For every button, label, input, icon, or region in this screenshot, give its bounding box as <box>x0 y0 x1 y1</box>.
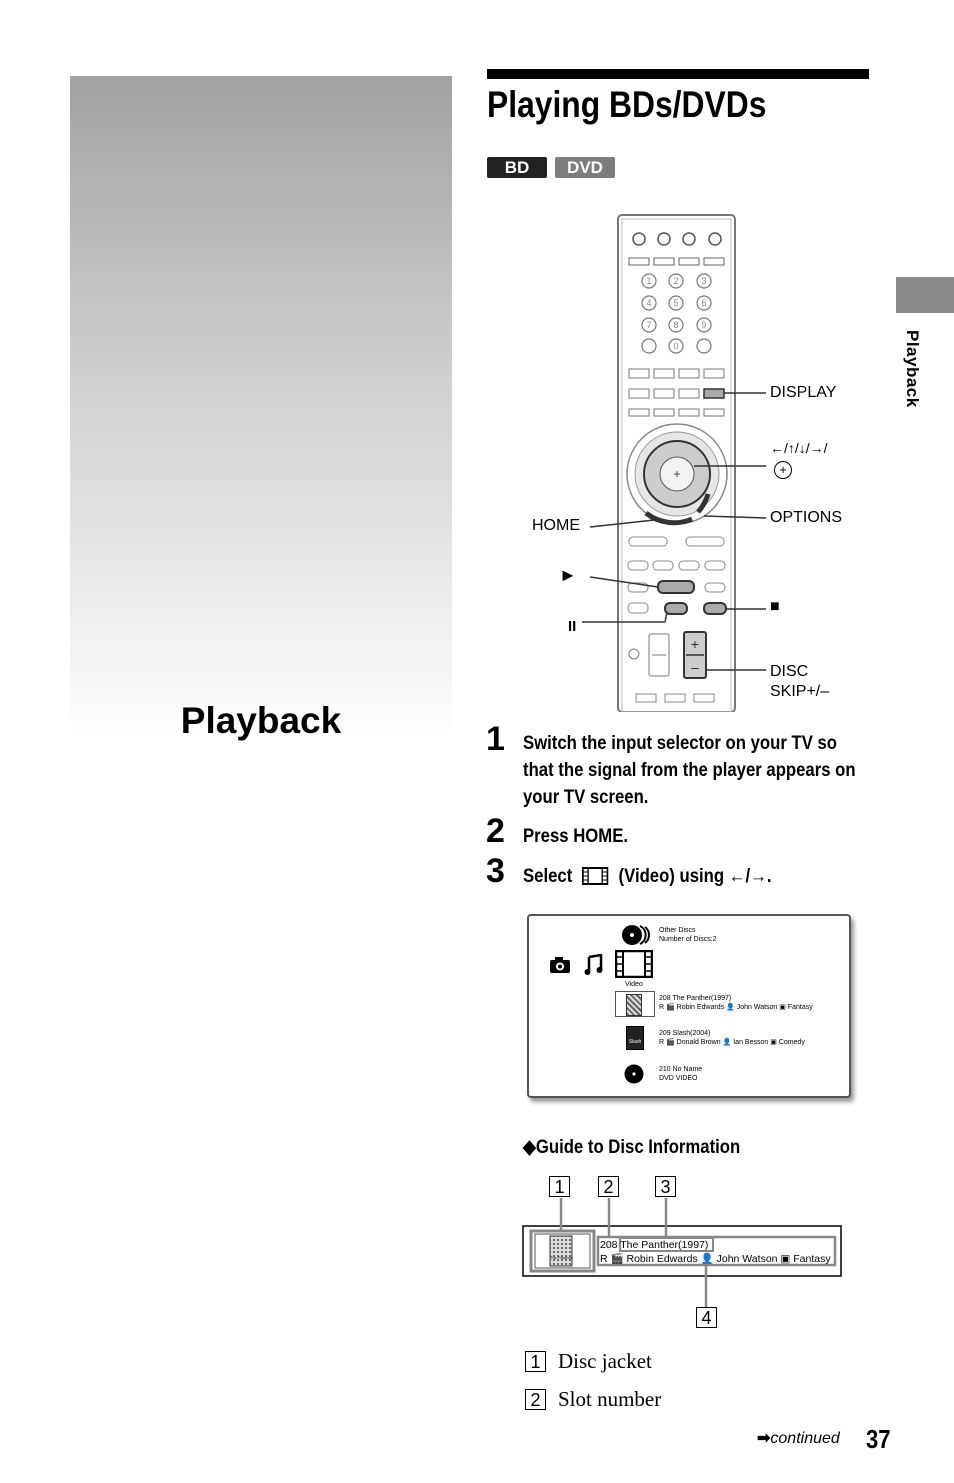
step-1-number: 1 <box>486 720 505 758</box>
svg-text:6: 6 <box>701 298 706 308</box>
music-icon <box>584 953 604 981</box>
svg-text:4: 4 <box>646 298 651 308</box>
guide-title: ◆Guide to Disc Information <box>523 1137 741 1158</box>
svg-text:+: + <box>673 467 680 481</box>
camera-icon <box>549 956 571 979</box>
screen-example: Video Other Discs Number of Discs:2 208 … <box>527 914 851 1098</box>
item-4-line2: DVD VIDEO <box>659 1075 698 1082</box>
svg-text:–: – <box>691 659 699 675</box>
callout-play: ► <box>559 565 577 585</box>
section-title: Playback <box>180 700 342 741</box>
badge-bd: BD <box>487 157 547 178</box>
video-category-icon <box>614 949 654 983</box>
enter-icon: + <box>774 461 792 479</box>
item-1-line1: Other Discs <box>659 927 696 934</box>
guide-line2: R 🎬 Robin Edwards 👤 John Watson ▣ Fantas… <box>600 1253 831 1265</box>
callout-disc-skip: DISC <box>770 663 809 680</box>
category-label: Video <box>625 981 643 988</box>
step-3-text: Select (Video) using ←/→. <box>523 863 771 890</box>
item-2-line1: 208 The Panther(1997) <box>659 995 732 1002</box>
step-3-text-after: (Video) using ←/→. <box>618 866 772 887</box>
disc-jacket-thumb <box>626 994 642 1016</box>
callout-home: HOME <box>532 517 580 534</box>
step-1-text: Switch the input selector on your TV so … <box>523 733 856 808</box>
svg-text:7: 7 <box>646 320 651 330</box>
continued-note: ➡continued <box>757 1428 840 1448</box>
guide-jacket-label: The Panther <box>550 1255 573 1260</box>
callout-arrows: ←/↑/↓/→/ <box>770 440 828 456</box>
svg-text:1: 1 <box>646 276 651 286</box>
svg-text:3: 3 <box>701 276 706 286</box>
side-tab-marker <box>896 277 954 313</box>
marker-4: 4 <box>696 1307 717 1328</box>
side-tab-label: Playback <box>903 330 922 408</box>
item-1-line2: Number of Discs:2 <box>659 936 717 943</box>
step-3-number: 3 <box>486 852 505 890</box>
callout-disc-skip-2: SKIP+/– <box>770 683 830 700</box>
side-tab: Playback <box>890 330 930 410</box>
step-2-text: Press HOME. <box>523 826 629 847</box>
marker-3: 3 <box>655 1176 676 1197</box>
legend-2-label: Slot number <box>558 1387 662 1411</box>
page-number: 37 <box>866 1424 891 1454</box>
item-2-line2: R 🎬 Robin Edwards 👤 John Watson ▣ Fantas… <box>659 1004 813 1011</box>
marker-1: 1 <box>549 1176 570 1197</box>
svg-text:9: 9 <box>701 320 706 330</box>
diagram-lines <box>522 1198 842 1308</box>
svg-text:8: 8 <box>673 320 678 330</box>
svg-text:5: 5 <box>673 298 678 308</box>
callout-stop: ■ <box>770 598 780 615</box>
disc-info-diagram: 1 2 3 4 The Panther 208 The Panther(1997… <box>520 1170 850 1335</box>
other-discs-icon <box>621 924 651 951</box>
selected-item-frame[interactable] <box>615 991 655 1017</box>
heading-rule <box>487 69 869 79</box>
step-3-text-before: Select <box>523 866 573 887</box>
legend-1-label: Disc jacket <box>558 1349 652 1373</box>
legend-1-number: 1 <box>525 1351 546 1372</box>
remote-illustration: 1 2 3 4 5 6 7 8 9 0 + <box>486 212 876 713</box>
item-3-line2: R 🎬 Donald Brown 👤 Ian Besson ▣ Comedy <box>659 1039 805 1046</box>
svg-text:0: 0 <box>673 341 678 351</box>
slash-jacket: Slash <box>626 1026 644 1050</box>
item-4-line1: 210 No Name <box>659 1066 703 1073</box>
svg-text:2: 2 <box>673 276 678 286</box>
page-heading: Playing BDs/DVDs <box>487 84 767 125</box>
badge-dvd: DVD <box>555 157 615 178</box>
svg-text:+: + <box>691 636 699 652</box>
section-banner <box>70 76 452 740</box>
slash-jacket-label: Slash <box>628 1039 642 1045</box>
continued-text: continued <box>770 1430 840 1447</box>
dvd-disc-icon <box>624 1064 644 1089</box>
step-2-number: 2 <box>486 812 505 850</box>
item-3-line1: 209 Slash(2004) <box>659 1030 711 1037</box>
marker-2: 2 <box>598 1176 619 1197</box>
arrow-right-icon: ➡ <box>757 1430 771 1447</box>
callout-pause: II <box>568 618 577 635</box>
callout-options: OPTIONS <box>770 509 843 526</box>
guide-line1: 208 The Panther(1997) <box>600 1239 709 1251</box>
callout-display: DISPLAY <box>770 384 837 401</box>
legend-2-number: 2 <box>525 1389 546 1410</box>
video-icon <box>582 866 609 885</box>
remote-drawing: 1 2 3 4 5 6 7 8 9 0 + <box>582 214 767 713</box>
